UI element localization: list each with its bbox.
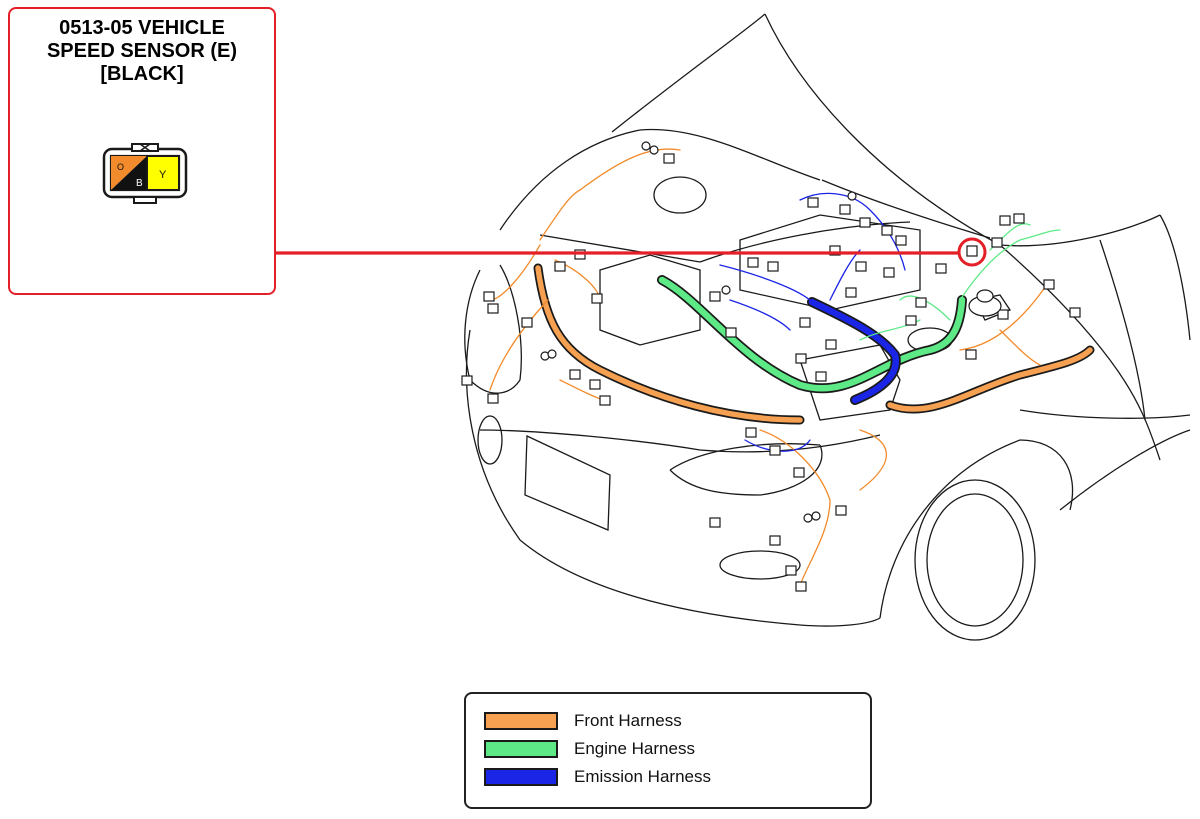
legend-label: Front Harness [574,711,682,730]
legend-swatch [484,768,558,786]
pin-1-black-half [111,156,147,190]
legend-swatch [484,712,558,730]
legend-swatch [484,740,558,758]
pin-2-yellow [146,155,180,191]
connector-glyphs [461,141,1081,592]
legend-item-engine-harness: Engine Harness [484,738,695,760]
harness-routes [489,148,1095,586]
connector-callout: 0513-05 VEHICLE SPEED SENSOR (E) [BLACK]… [8,7,276,295]
sensor-highlight-ring [957,237,987,267]
harness-legend: Front Harness Engine Harness Emission Ha… [464,692,872,809]
pin-2-wire-label: Y [159,169,167,181]
callout-title-line-1: 0513-05 VEHICLE [59,17,225,39]
sensor-connector-glyph [966,245,978,257]
legend-item-front-harness: Front Harness [484,710,682,732]
callout-title: 0513-05 VEHICLE SPEED SENSOR (E) [BLACK] [10,17,274,86]
two-pin-connector-icon: O B Y [102,143,188,204]
callout-title-line-2: SPEED SENSOR (E) [46,40,238,62]
pin-1-label: O [117,162,124,172]
legend-label: Engine Harness [574,739,695,758]
legend-label: Emission Harness [574,767,711,786]
legend-item-emission-harness: Emission Harness [484,766,711,788]
callout-title-line-3: [BLACK] [100,63,184,85]
pin-1-wire-label: B [136,178,143,189]
vehicle-outline [464,13,1191,641]
